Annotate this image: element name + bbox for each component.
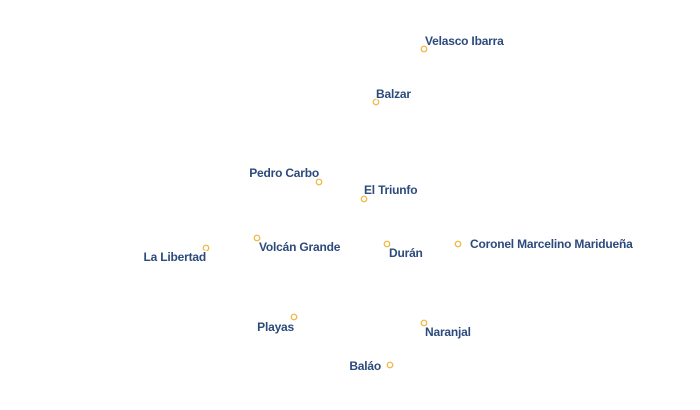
city-label-pedro-carbo: Pedro Carbo — [249, 166, 319, 180]
city-label-playas: Playas — [257, 320, 294, 334]
city-label-balao: Baláo — [349, 359, 381, 373]
city-label-balzar: Balzar — [376, 87, 411, 101]
city-velasco-ibarra[interactable]: Velasco Ibarra — [420, 33, 506, 53]
city-label-coronel-marcelino-mariduena: Coronel Marcelino Maridueña — [470, 237, 633, 251]
city-marker-duran — [383, 240, 391, 248]
city-volcan-grande[interactable]: Volcán Grande — [253, 234, 342, 256]
city-marker-velasco-ibarra — [420, 45, 428, 53]
city-el-triunfo[interactable]: El Triunfo — [360, 182, 419, 203]
city-label-naranjal: Naranjal — [425, 325, 471, 339]
city-marker-balzar — [372, 98, 380, 106]
city-label-volcan-grande: Volcán Grande — [259, 240, 341, 254]
city-pedro-carbo[interactable]: Pedro Carbo — [248, 165, 323, 186]
city-label-el-triunfo: El Triunfo — [364, 183, 417, 197]
city-label-duran: Durán — [389, 246, 423, 260]
city-marker-el-triunfo — [360, 195, 368, 203]
city-marker-coronel-marcelino-mariduena — [454, 240, 462, 248]
city-marker-balao — [386, 361, 394, 369]
city-label-velasco-ibarra: Velasco Ibarra — [425, 34, 504, 48]
city-marker-pedro-carbo — [315, 178, 323, 186]
city-duran[interactable]: Durán — [383, 240, 424, 262]
city-marker-la-libertad — [202, 244, 210, 252]
city-balzar[interactable]: Balzar — [372, 86, 413, 106]
city-balao[interactable]: Baláo — [348, 358, 394, 375]
city-marker-naranjal — [420, 319, 428, 327]
city-marker-playas — [290, 313, 298, 321]
city-coronel-marcelino-mariduena[interactable]: Coronel Marcelino Maridueña — [454, 236, 635, 253]
city-marker-volcan-grande — [253, 234, 261, 242]
city-la-libertad[interactable]: La Libertad — [142, 244, 210, 266]
city-naranjal[interactable]: Naranjal — [420, 319, 472, 341]
city-label-la-libertad: La Libertad — [144, 250, 206, 264]
city-playas[interactable]: Playas — [256, 313, 298, 336]
